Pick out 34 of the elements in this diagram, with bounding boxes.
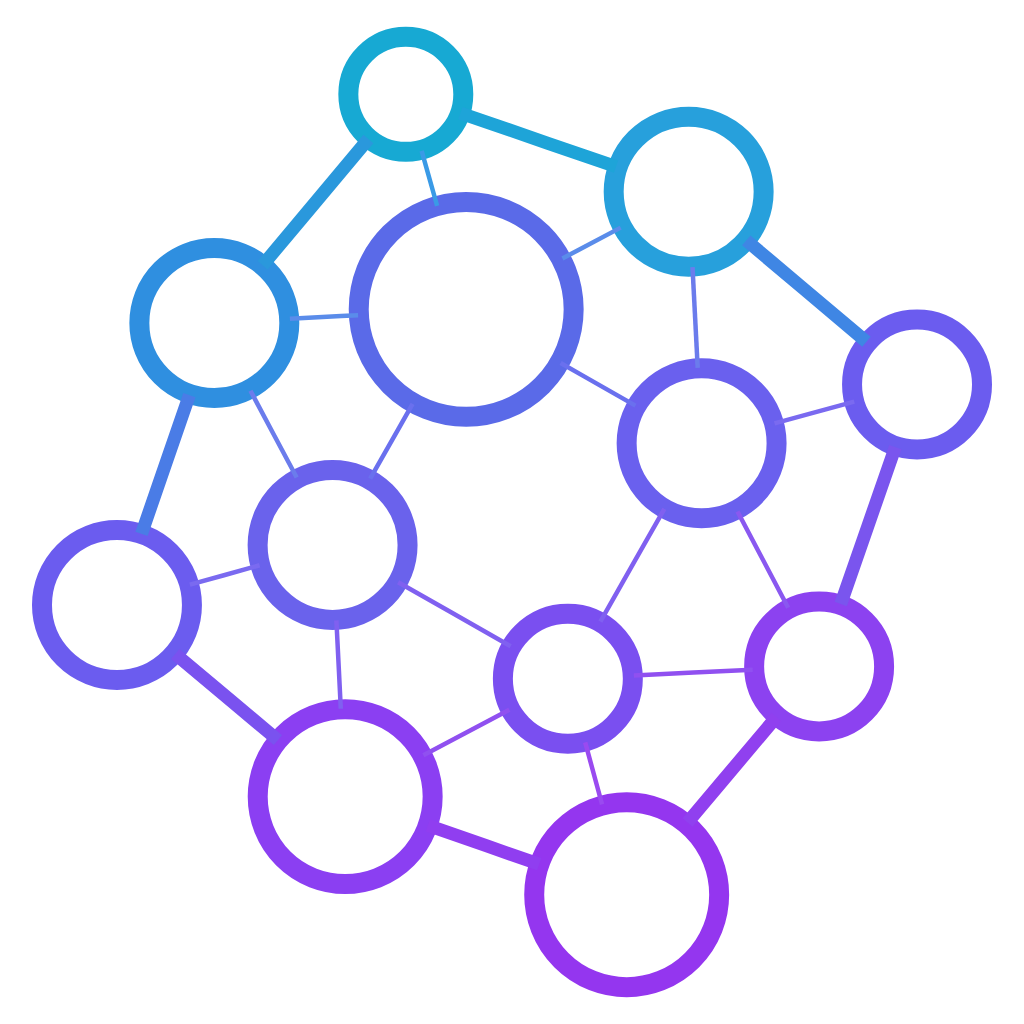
node-circle: [842, 309, 992, 460]
connector: [773, 399, 855, 426]
connector: [334, 620, 344, 709]
connector: [257, 134, 374, 270]
node-circle: [338, 26, 474, 162]
connector: [135, 392, 196, 536]
connector: [419, 150, 440, 207]
connector: [633, 667, 753, 678]
connector: [742, 235, 871, 347]
connector: [368, 402, 415, 480]
connector: [458, 106, 619, 173]
connector: [189, 563, 261, 587]
connector: [735, 510, 791, 609]
node-circle: [492, 603, 643, 754]
connector: [397, 580, 512, 649]
connector: [690, 267, 700, 368]
connector: [561, 225, 622, 261]
connector: [559, 361, 637, 408]
node-circle: [603, 106, 774, 277]
connector: [248, 389, 299, 479]
node-circle: [247, 699, 443, 895]
connector: [834, 444, 902, 607]
node-circle: [32, 520, 202, 690]
connector: [171, 648, 283, 746]
connector: [422, 707, 511, 758]
connector: [289, 312, 359, 322]
node-circle: [616, 358, 787, 529]
connector: [583, 741, 605, 805]
connector: [598, 507, 667, 623]
node-circle: [129, 237, 300, 408]
node-circle: [348, 191, 584, 427]
node-circle: [524, 792, 730, 998]
node-circle: [247, 459, 418, 630]
node-circle: [744, 591, 895, 742]
